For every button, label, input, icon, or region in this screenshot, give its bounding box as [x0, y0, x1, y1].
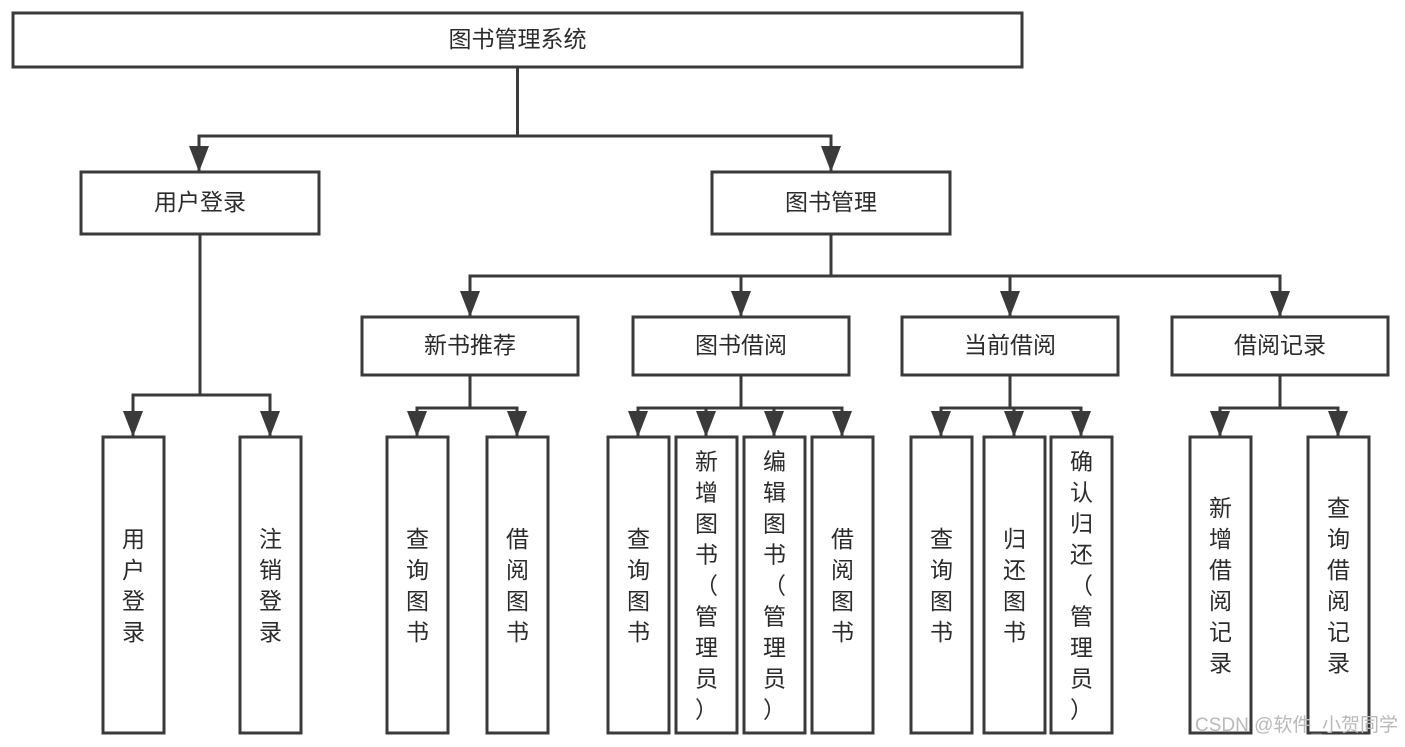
node-root[interactable]: 图书管理系统	[11, 11, 1024, 69]
node-box-user-login[interactable]	[79, 170, 321, 236]
arrow-head-icon	[123, 411, 143, 437]
node-label-leaf-return-book: 归还图书	[1003, 526, 1026, 645]
node-box-leaf-borrow-book-2[interactable]	[810, 435, 875, 735]
connector-edge-borrowrecord-trunk	[1210, 373, 1348, 439]
node-box-leaf-borrow-book-1[interactable]	[485, 435, 550, 735]
arrow-head-icon	[189, 146, 209, 172]
node-leaf-confirm-return[interactable]: 确认归还（管理员）	[1049, 435, 1114, 735]
node-leaf-borrow-book-2[interactable]: 借阅图书	[810, 435, 875, 735]
node-leaf-query-record[interactable]: 查询借阅记录	[1306, 435, 1371, 735]
node-layer: 图书管理系统用户登录图书管理新书推荐图书借阅当前借阅借阅记录用户登录注销登录查询…	[11, 11, 1390, 735]
node-label-leaf-query-book-2: 查询图书	[627, 526, 650, 645]
node-box-leaf-confirm-return[interactable]	[1049, 435, 1114, 735]
node-label-leaf-add-book: 新增图书（管理员）	[695, 449, 718, 723]
node-box-current-borrow[interactable]	[900, 315, 1120, 377]
connector-edge-bookmanage-trunk	[460, 232, 1290, 319]
node-leaf-user-logout[interactable]: 注销登录	[238, 435, 303, 735]
node-box-book-borrow[interactable]	[631, 315, 851, 377]
node-new-book-recommend[interactable]: 新书推荐	[360, 315, 580, 377]
arrow-head-icon	[931, 411, 951, 437]
node-leaf-edit-book[interactable]: 编辑图书（管理员）	[742, 435, 807, 735]
node-box-new-book-recommend[interactable]	[360, 315, 580, 377]
arrow-head-icon	[821, 146, 841, 172]
arrow-head-icon	[696, 411, 716, 437]
node-label-leaf-query-book-1: 查询图书	[406, 526, 429, 645]
connector-edge-userlogin-trunk	[123, 232, 280, 439]
arrow-head-icon	[628, 411, 648, 437]
connector-edge-newbook-trunk	[407, 373, 527, 439]
node-leaf-query-book-3[interactable]: 查询图书	[909, 435, 974, 735]
node-current-borrow[interactable]: 当前借阅	[900, 315, 1120, 377]
node-box-leaf-edit-book[interactable]	[742, 435, 807, 735]
arrow-head-icon	[460, 291, 480, 317]
arrow-head-icon	[1000, 291, 1020, 317]
node-label-leaf-edit-book: 编辑图书（管理员）	[763, 449, 786, 723]
node-box-root[interactable]	[11, 11, 1024, 69]
arrow-head-icon	[507, 411, 527, 437]
node-book-borrow[interactable]: 图书借阅	[631, 315, 851, 377]
node-label-leaf-query-book-3: 查询图书	[930, 526, 953, 645]
arrow-head-icon	[764, 411, 784, 437]
node-label-borrow-record: 借阅记录	[1234, 332, 1326, 358]
arrow-head-icon	[1210, 411, 1230, 437]
node-leaf-return-book[interactable]: 归还图书	[982, 435, 1047, 735]
node-leaf-add-book[interactable]: 新增图书（管理员）	[674, 435, 739, 735]
connector-edge-currentborrow-trunk	[931, 373, 1091, 439]
node-leaf-borrow-book-1[interactable]: 借阅图书	[485, 435, 550, 735]
arrow-head-icon	[407, 411, 427, 437]
node-box-leaf-query-record[interactable]	[1306, 435, 1371, 735]
arrow-head-icon	[1328, 411, 1348, 437]
arrow-head-icon	[1071, 411, 1091, 437]
node-box-leaf-query-book-1[interactable]	[385, 435, 450, 735]
node-book-manage[interactable]: 图书管理	[710, 170, 952, 236]
node-label-book-manage: 图书管理	[785, 189, 877, 215]
node-box-book-manage[interactable]	[710, 170, 952, 236]
node-box-leaf-user-logout[interactable]	[238, 435, 303, 735]
arrow-head-icon	[1270, 291, 1290, 317]
connector-layer	[123, 65, 1348, 439]
node-label-new-book-recommend: 新书推荐	[424, 332, 516, 358]
arrow-head-icon	[1004, 411, 1024, 437]
node-label-leaf-user-login: 用户登录	[122, 526, 145, 645]
arrow-head-icon	[260, 411, 280, 437]
node-label-leaf-borrow-book-1: 借阅图书	[506, 526, 529, 645]
node-label-leaf-confirm-return: 确认归还（管理员）	[1070, 449, 1093, 723]
node-user-login[interactable]: 用户登录	[79, 170, 321, 236]
arrow-head-icon	[731, 291, 751, 317]
node-box-leaf-user-login[interactable]	[101, 435, 166, 735]
node-label-book-borrow: 图书借阅	[695, 332, 787, 358]
node-label-leaf-borrow-book-2: 借阅图书	[831, 526, 854, 645]
node-label-user-login: 用户登录	[154, 189, 246, 215]
node-label-leaf-add-record: 新增借阅记录	[1209, 495, 1232, 676]
node-borrow-record[interactable]: 借阅记录	[1170, 315, 1390, 377]
connector-edge-bookborrow-trunk	[628, 373, 852, 439]
node-label-leaf-user-logout: 注销登录	[259, 526, 282, 645]
node-box-borrow-record[interactable]	[1170, 315, 1390, 377]
node-leaf-add-record[interactable]: 新增借阅记录	[1188, 435, 1253, 735]
node-leaf-user-login[interactable]: 用户登录	[101, 435, 166, 735]
node-leaf-query-book-2[interactable]: 查询图书	[606, 435, 671, 735]
node-box-leaf-query-book-3[interactable]	[909, 435, 974, 735]
node-label-root: 图书管理系统	[449, 26, 587, 52]
arrow-head-icon	[832, 411, 852, 437]
connector-edge-root-trunk	[189, 65, 841, 174]
node-label-leaf-query-record: 查询借阅记录	[1327, 495, 1350, 676]
node-leaf-query-book-1[interactable]: 查询图书	[385, 435, 450, 735]
node-box-leaf-add-record[interactable]	[1188, 435, 1253, 735]
node-label-current-borrow: 当前借阅	[964, 332, 1056, 358]
node-box-leaf-return-book[interactable]	[982, 435, 1047, 735]
node-box-leaf-query-book-2[interactable]	[606, 435, 671, 735]
node-box-leaf-add-book[interactable]	[674, 435, 739, 735]
csdn-watermark: CSDN @软件_小贺同学	[1195, 714, 1398, 736]
